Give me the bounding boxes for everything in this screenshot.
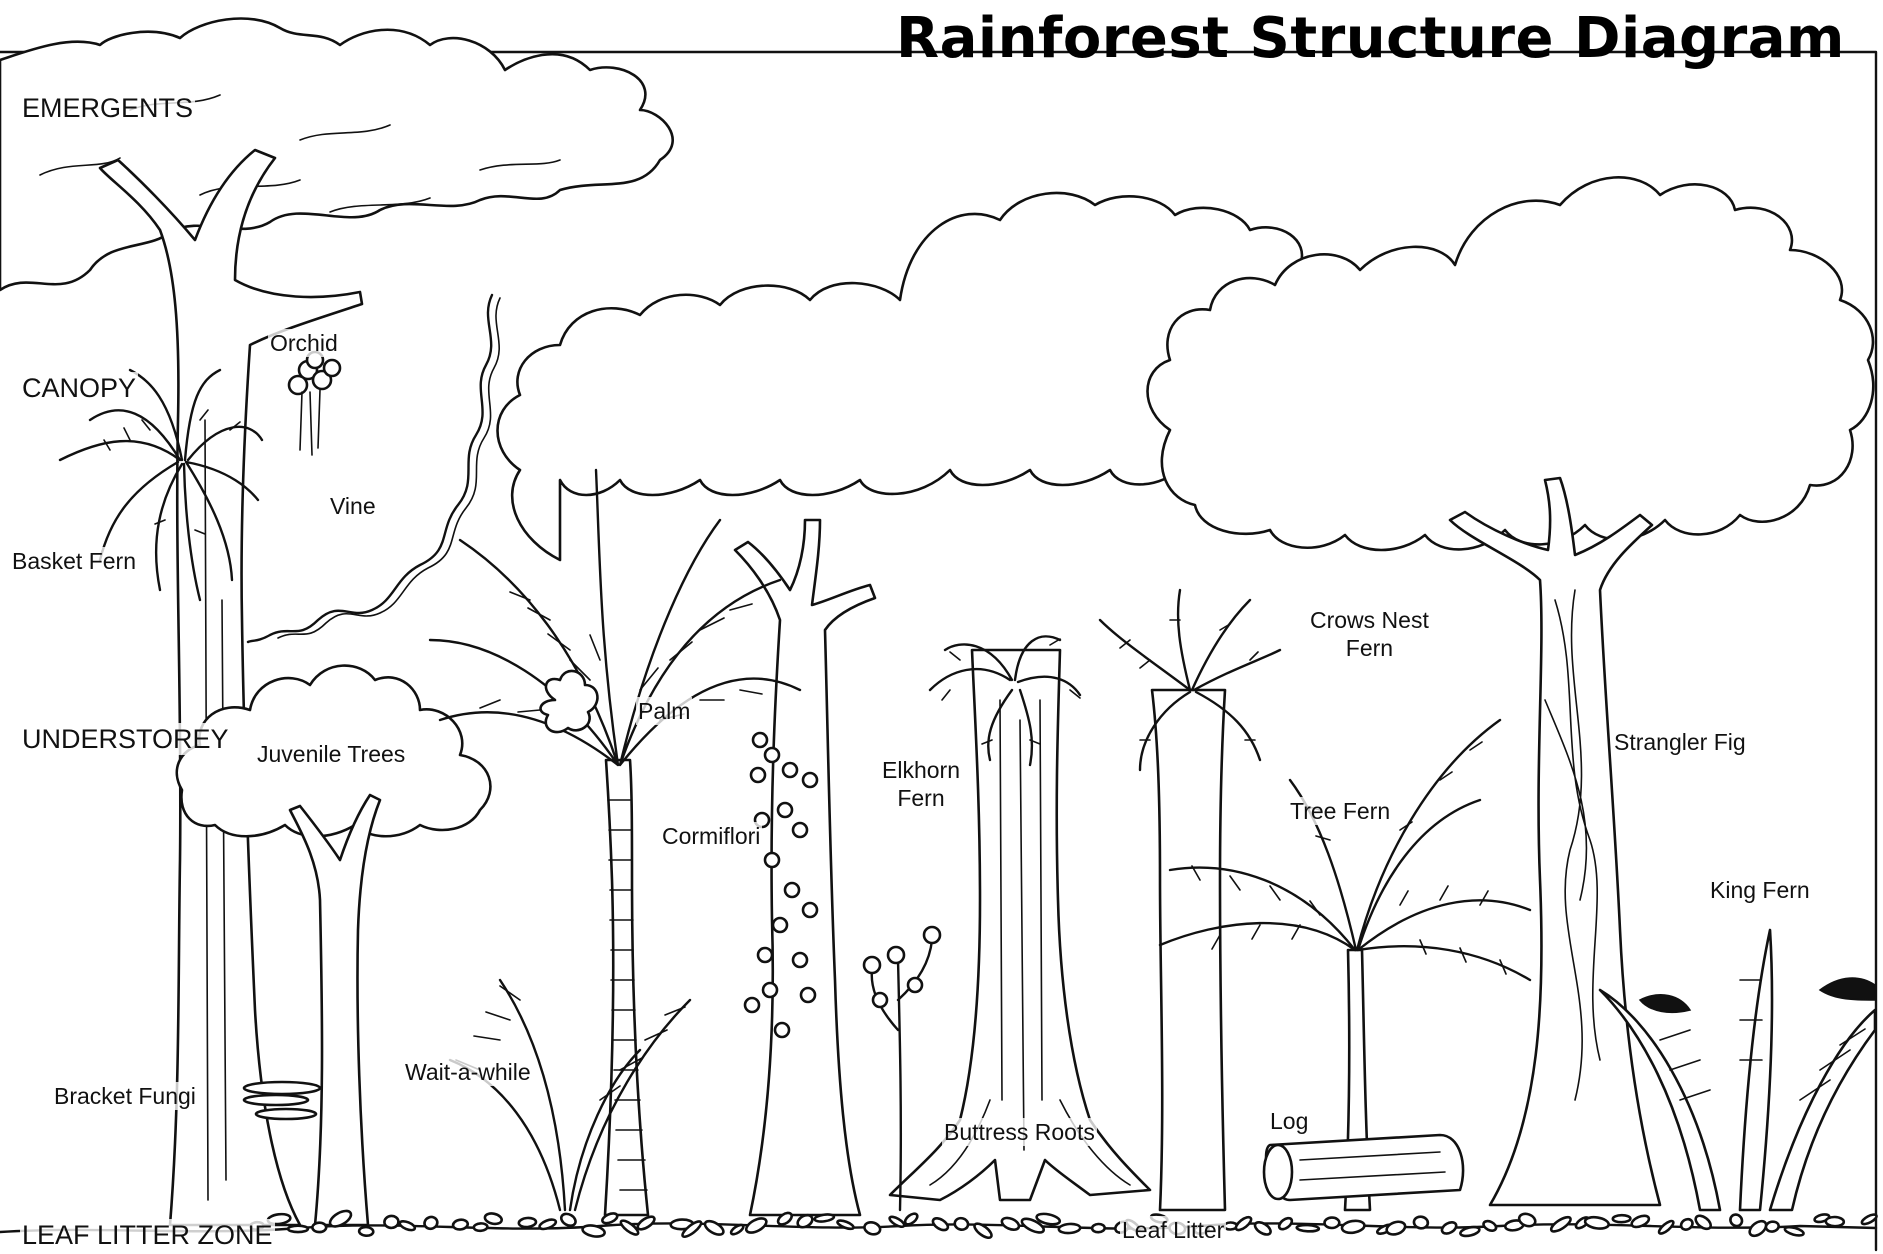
label-elkhorn-fern-line1: Elkhorn — [882, 756, 960, 784]
label-orchid: Orchid — [268, 329, 340, 357]
litter-leaf — [1440, 1220, 1458, 1236]
litter-leaf — [931, 1216, 950, 1233]
litter-leaf — [1613, 1215, 1631, 1222]
litter-leaf — [636, 1214, 657, 1232]
log — [1264, 1135, 1463, 1200]
zone-label-leaf-litter-zone: LEAF LITTER ZONE — [20, 1219, 275, 1251]
zone-label-understorey: UNDERSTOREY — [20, 723, 231, 755]
litter-leaf — [423, 1215, 439, 1230]
litter-leaf — [518, 1217, 536, 1227]
litter-leaf — [312, 1223, 326, 1233]
litter-leaf — [359, 1227, 374, 1237]
litter-leaf — [1000, 1216, 1021, 1232]
litter-leaf — [1728, 1212, 1744, 1228]
litter-leaf — [863, 1220, 882, 1236]
label-buttress-roots: Buttress Roots — [942, 1118, 1097, 1146]
palm-fronds — [430, 470, 800, 765]
litter-leaf — [1413, 1216, 1429, 1230]
buttress-tree — [890, 636, 1150, 1200]
emergent-crown — [0, 19, 673, 290]
litter-leaf — [744, 1215, 769, 1235]
litter-leaf — [1482, 1219, 1498, 1232]
label-wait-a-while: Wait-a-while — [403, 1058, 533, 1086]
label-king-fern: King Fern — [1708, 876, 1812, 904]
litter-leaf — [601, 1211, 619, 1225]
label-basket-fern: Basket Fern — [10, 547, 138, 575]
litter-leaf — [1657, 1219, 1675, 1235]
litter-leaf — [1584, 1216, 1609, 1230]
litter-leaf — [1385, 1220, 1407, 1237]
litter-leaf — [1679, 1217, 1694, 1232]
juvenile-trunk — [290, 795, 380, 1225]
litter-leaf — [1765, 1221, 1779, 1233]
litter-leaf — [954, 1217, 970, 1231]
bracket-fungi — [244, 1082, 320, 1119]
label-juvenile-trees: Juvenile Trees — [255, 740, 407, 768]
litter-leaf — [1341, 1219, 1365, 1234]
zone-label-canopy: CANOPY — [20, 372, 138, 404]
litter-leaf — [703, 1218, 726, 1237]
litter-leaf — [288, 1226, 308, 1232]
label-log: Log — [1268, 1107, 1310, 1135]
label-palm: Palm — [636, 697, 692, 725]
litter-leaf — [399, 1219, 416, 1231]
wait-a-while — [450, 980, 690, 1210]
label-bracket-fungi: Bracket Fungi — [52, 1082, 198, 1110]
strangler-fig — [1450, 478, 1660, 1205]
label-leaf-litter: Leaf Litter — [1120, 1216, 1226, 1244]
palm-fruit-cluster — [541, 671, 598, 732]
litter-leaf — [1297, 1225, 1319, 1232]
crows-nest-tree — [1100, 590, 1280, 1210]
label-crows-nest-fern-line1: Crows Nest — [1310, 606, 1429, 634]
litter-leaf — [484, 1212, 503, 1225]
litter-leaf — [1092, 1224, 1105, 1233]
cormiflori-tree — [735, 520, 875, 1215]
litter-leaf — [1693, 1213, 1713, 1231]
litter-leaf — [1234, 1215, 1253, 1233]
litter-leaf — [474, 1223, 488, 1231]
litter-leaf — [559, 1211, 577, 1228]
litter-leaf — [836, 1219, 854, 1231]
litter-leaf — [1059, 1223, 1081, 1233]
orchid — [289, 352, 340, 455]
label-cormiflori: Cormiflori — [660, 822, 762, 850]
litter-leaf — [1549, 1215, 1572, 1234]
litter-leaf — [1826, 1217, 1844, 1227]
label-elkhorn-fern-line2: Fern — [882, 784, 960, 812]
litter-leaf — [1324, 1217, 1339, 1228]
label-crows-nest-fern: Crows Nest Fern — [1308, 606, 1431, 662]
zone-label-emergents: EMERGENTS — [20, 92, 195, 124]
label-elkhorn-fern: Elkhorn Fern — [880, 756, 962, 812]
litter-leaf — [1784, 1226, 1804, 1238]
litter-leaf — [384, 1215, 399, 1228]
label-tree-fern: Tree Fern — [1288, 797, 1392, 825]
label-strangler-fig: Strangler Fig — [1612, 728, 1748, 756]
label-vine: Vine — [328, 492, 378, 520]
label-crows-nest-fern-line2: Fern — [1310, 634, 1429, 662]
leaf-litter-leaves — [250, 1208, 1878, 1241]
litter-leaf — [1277, 1216, 1294, 1231]
page-title: Rainforest Structure Diagram — [896, 6, 1845, 71]
litter-leaf — [452, 1219, 468, 1231]
